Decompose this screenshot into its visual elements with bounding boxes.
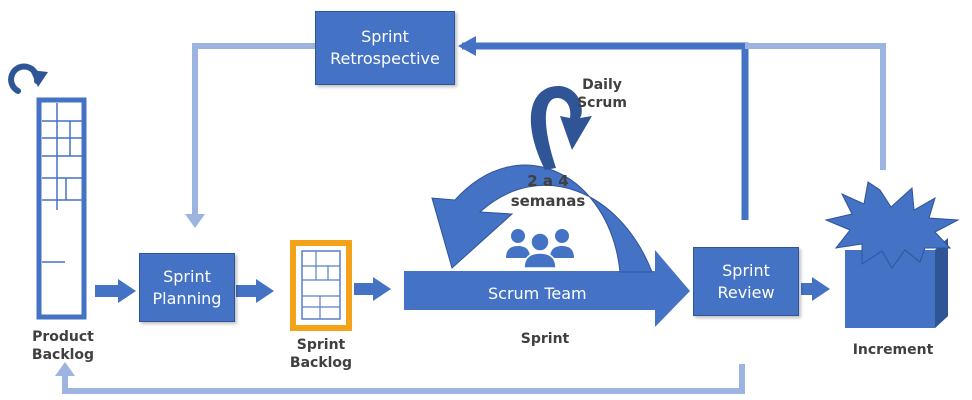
review-to-retrospective-arrowhead — [458, 36, 476, 56]
flow-arrow-review-to-increment — [801, 277, 830, 301]
sprint-retrospective-label: Sprint Retrospective — [330, 27, 440, 68]
increment-label: Increment — [852, 342, 934, 358]
flow-arrow-sprint-backlog-to-team — [354, 277, 391, 301]
sprint-planning-label: Sprint Planning — [152, 266, 222, 308]
sprint-label: Sprint — [520, 331, 570, 347]
flow-arrow-backlog-to-planning — [95, 279, 136, 303]
flow-arrow-planning-to-sprint-backlog — [236, 279, 274, 303]
daily-scrum-label: Daily Scrum — [577, 77, 627, 112]
scrum-team-label: Scrum Team — [488, 284, 587, 303]
sprint-retrospective-box[interactable]: Sprint Retrospective — [315, 11, 455, 85]
retrospective-to-planning-loop — [192, 43, 315, 218]
burst-icon — [824, 181, 960, 269]
sprint-backlog-label: Sprint Backlog — [289, 337, 353, 372]
sprint-backlog-board — [290, 240, 352, 331]
product-backlog-board — [36, 97, 87, 320]
product-backlog-label: Product Backlog — [31, 329, 95, 364]
review-to-product-backlog-loop — [62, 364, 745, 394]
sprint-planning-box[interactable]: Sprint Planning — [139, 253, 235, 322]
duration-label: 2 a 4 semanas — [510, 172, 586, 210]
scrum-team-arrow — [404, 250, 690, 327]
people-group-icon — [506, 229, 574, 269]
increment-to-retrospective-loop — [745, 43, 886, 170]
review-to-product-backlog-arrowhead — [55, 362, 75, 376]
daily-scrum-loop — [530, 85, 592, 170]
sprint-cycle-arc — [431, 164, 653, 273]
increment-cube — [845, 238, 948, 328]
circular-arrow-icon — [8, 63, 48, 94]
sprint-review-label: Sprint Review — [717, 260, 775, 302]
sprint-review-box[interactable]: Sprint Review — [693, 247, 799, 316]
retrospective-to-planning-arrowhead — [185, 214, 205, 228]
